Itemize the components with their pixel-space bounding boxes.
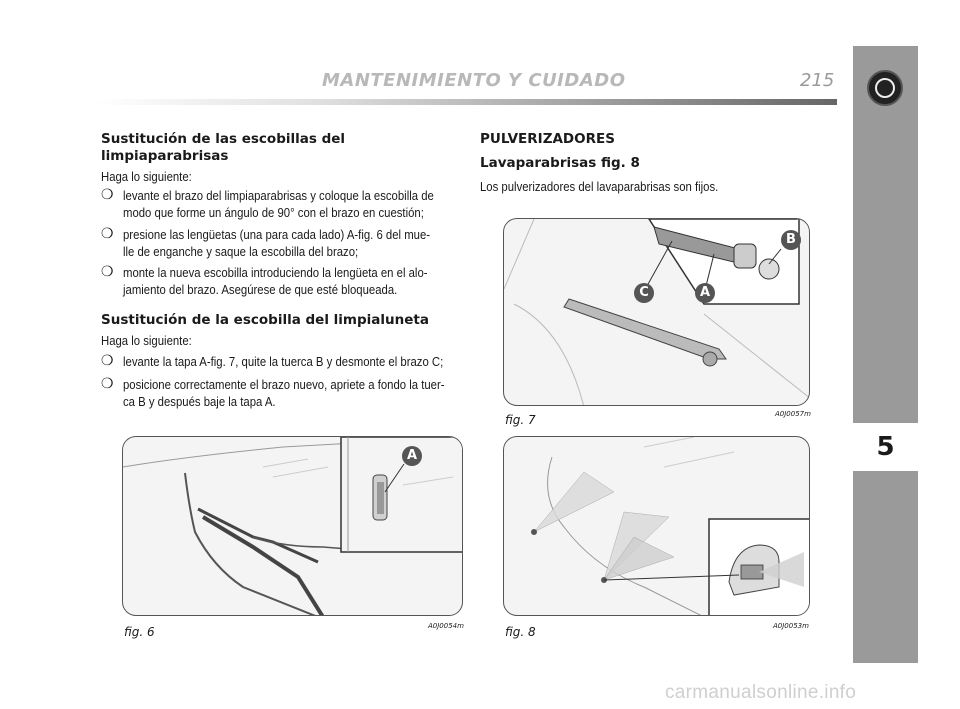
watermark: carmanualsonline.info <box>665 682 857 703</box>
section2-title: Sustitución de la escobilla del limpialu… <box>101 312 429 328</box>
fig7-callout-b: B <box>786 232 796 247</box>
chapter-number: 5 <box>876 432 895 462</box>
figure-8-washer-spray-illustration <box>503 436 810 616</box>
sidebar-tab-bottom <box>853 471 918 663</box>
right-subheading: Lavaparabrisas fig. 8 <box>480 155 640 171</box>
section1-intro: Haga lo siguiente: <box>101 169 192 184</box>
section1-item-3-line1: monte la nueva escobilla introduciendo l… <box>123 265 428 280</box>
section2-item-1-line1: levante la tapa A-fig. 7, quite la tuerc… <box>123 354 444 369</box>
fig7-label: fig. 7 <box>505 413 536 427</box>
bullet-icon: ❍ <box>101 353 114 369</box>
right-heading: PULVERIZADORES <box>480 131 615 147</box>
page-number: 215 <box>800 70 835 91</box>
section2-item-2-line2: ca B y después baje la tapa A. <box>123 394 276 409</box>
bullet-icon: ❍ <box>101 264 114 280</box>
bullet-icon: ❍ <box>101 226 114 242</box>
fig6-callout-a: A <box>406 448 418 463</box>
sidebar-tab-top <box>853 46 918 423</box>
section1-item-1-line1: levante el brazo del limpiaparabrisas y … <box>123 188 434 203</box>
section1-title-line2: limpiaparabrisas <box>101 148 229 164</box>
figure-7-rear-wiper-illustration: C A B <box>503 218 810 406</box>
section1-item-2-line1: presione las lengüetas (una para cada la… <box>123 227 431 242</box>
section2-item-2-line1: posicione correctamente el brazo nuevo, … <box>123 377 445 392</box>
section1-item-3-line2: jamiento del brazo. Asegúrese de que est… <box>123 282 398 297</box>
fig7-code: A0J0057m <box>775 410 811 418</box>
header-rule <box>95 99 837 105</box>
fig8-label: fig. 8 <box>505 625 536 639</box>
figure-6-wiper-illustration: A <box>122 436 463 616</box>
section2-intro: Haga lo siguiente: <box>101 333 192 348</box>
section1-title-line1: Sustitución de las escobillas del <box>101 131 346 147</box>
sidebar-chapter-box <box>853 425 918 469</box>
fig6-code: A0J0054m <box>428 622 464 630</box>
section1-item-2-line2: lle de enganche y saque la escobilla del… <box>123 244 359 259</box>
bullet-icon: ❍ <box>101 376 114 392</box>
right-text: Los pulverizadores del lavaparabrisas so… <box>480 179 719 194</box>
fig8-code: A0J0053m <box>773 622 809 630</box>
page-header-title: MANTENIMIENTO Y CUIDADO <box>322 70 626 91</box>
fig7-callout-a: A <box>699 285 711 300</box>
brand-logo-icon <box>867 70 903 106</box>
bullet-icon: ❍ <box>101 187 114 203</box>
fig6-label: fig. 6 <box>124 625 155 639</box>
fig7-callout-c: C <box>639 285 649 300</box>
section1-item-1-line2: modo que forme un ángulo de 90° con el b… <box>123 205 424 220</box>
